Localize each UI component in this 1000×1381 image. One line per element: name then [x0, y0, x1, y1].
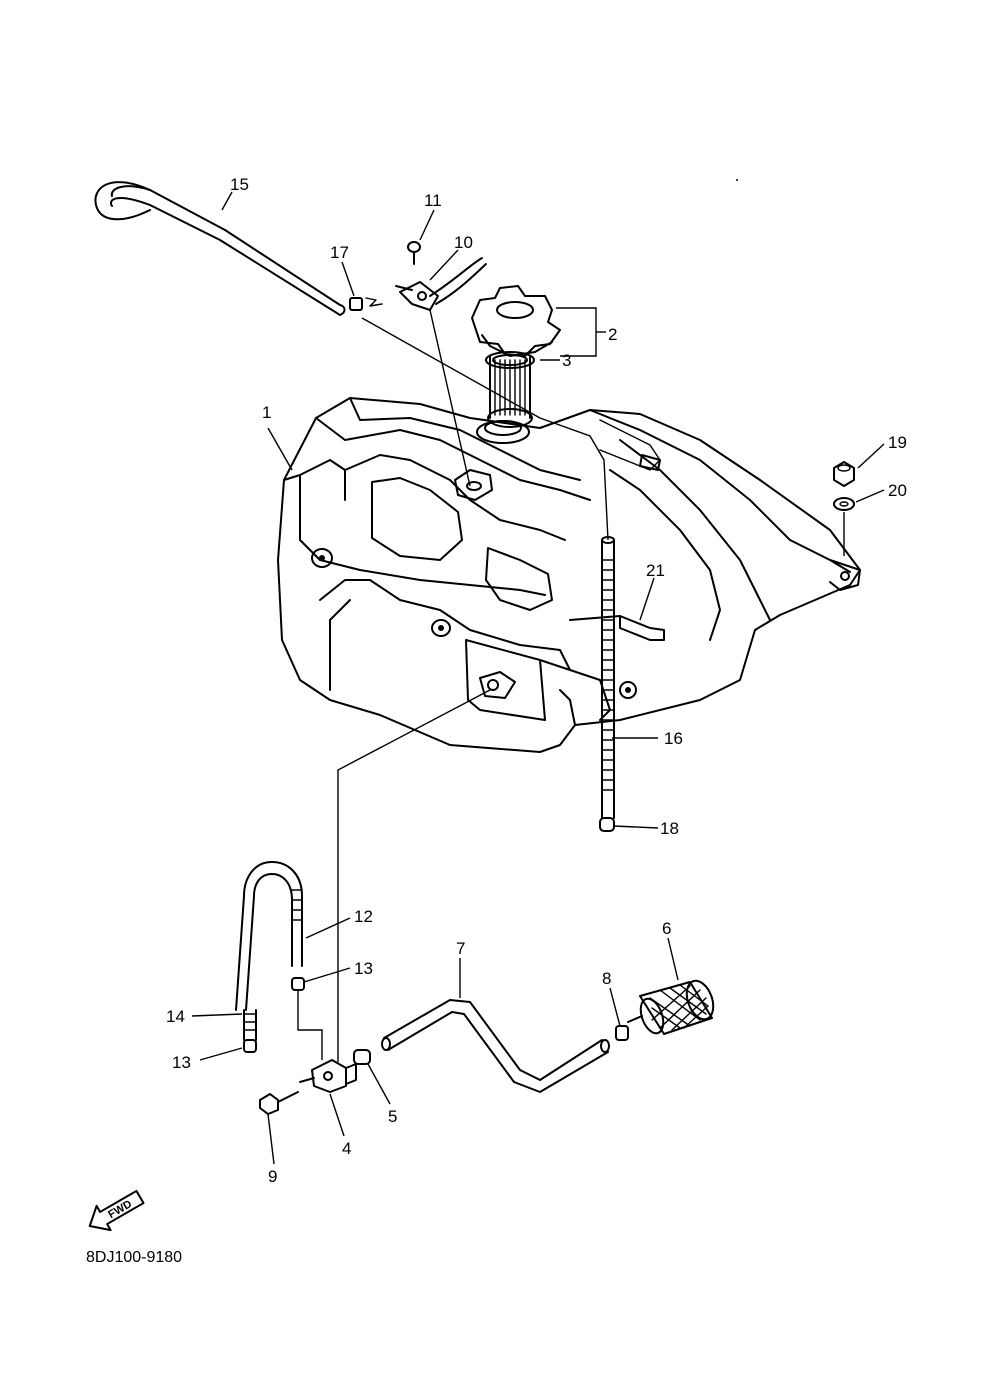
callout-15: 15 — [230, 175, 249, 194]
fuel-cap — [471, 285, 561, 428]
vent-fitting — [395, 257, 487, 311]
nut — [833, 461, 855, 487]
stray-mark — [736, 179, 738, 181]
hose-clip-lower — [243, 1039, 257, 1053]
hose-clip-filter — [615, 1025, 629, 1041]
leader-lines — [191, 191, 885, 1165]
callout-13-lower: 13 — [172, 1053, 191, 1072]
callout-16: 16 — [664, 729, 683, 748]
hose-clip-upper — [291, 977, 305, 991]
callout-10: 10 — [454, 233, 473, 252]
callout-6: 6 — [662, 919, 671, 938]
callout-12: 12 — [354, 907, 373, 926]
callout-4: 4 — [342, 1139, 351, 1158]
bolt — [259, 1091, 299, 1115]
callout-19: 19 — [888, 433, 907, 452]
callout-17: 17 — [330, 243, 349, 262]
drain-hose-plug — [599, 817, 615, 832]
callout-9: 9 — [268, 1167, 277, 1186]
washer — [833, 497, 855, 511]
fuel-tank — [277, 397, 861, 753]
callout-13-upper: 13 — [354, 959, 373, 978]
fuel-hose — [381, 999, 610, 1093]
cap-gasket — [485, 351, 535, 369]
hose — [243, 1009, 257, 1041]
fuel-cock-connection-line — [337, 689, 491, 1062]
tank-band — [569, 615, 665, 641]
drawing-code: 8DJ100-9180 — [86, 1249, 182, 1266]
callout-1: 1 — [262, 403, 271, 422]
fuel-filter — [627, 979, 715, 1035]
fwd-arrow-icon — [88, 1189, 145, 1232]
callout-21: 21 — [646, 561, 665, 580]
callout-20: 20 — [888, 481, 907, 500]
callout-18: 18 — [660, 819, 679, 838]
hose-joint — [353, 1049, 371, 1065]
screw — [407, 241, 421, 265]
callout-3: 3 — [562, 351, 571, 370]
callout-8: 8 — [602, 969, 611, 988]
fwd-arrow: FWD — [88, 1189, 145, 1232]
callout-labels: 1 2 3 4 5 6 7 8 9 10 11 12 13 13 14 15 1… — [166, 175, 907, 1186]
drain-hose — [601, 536, 615, 819]
overflow-hose — [235, 861, 303, 1011]
hose-clip-top — [349, 297, 383, 311]
callout-14: 14 — [166, 1007, 185, 1026]
callout-2: 2 — [608, 325, 617, 344]
fuel-cock — [299, 1059, 357, 1093]
callout-7: 7 — [456, 939, 465, 958]
callout-11: 11 — [424, 191, 442, 210]
callout-5: 5 — [388, 1107, 397, 1126]
breather-hose — [94, 181, 346, 316]
